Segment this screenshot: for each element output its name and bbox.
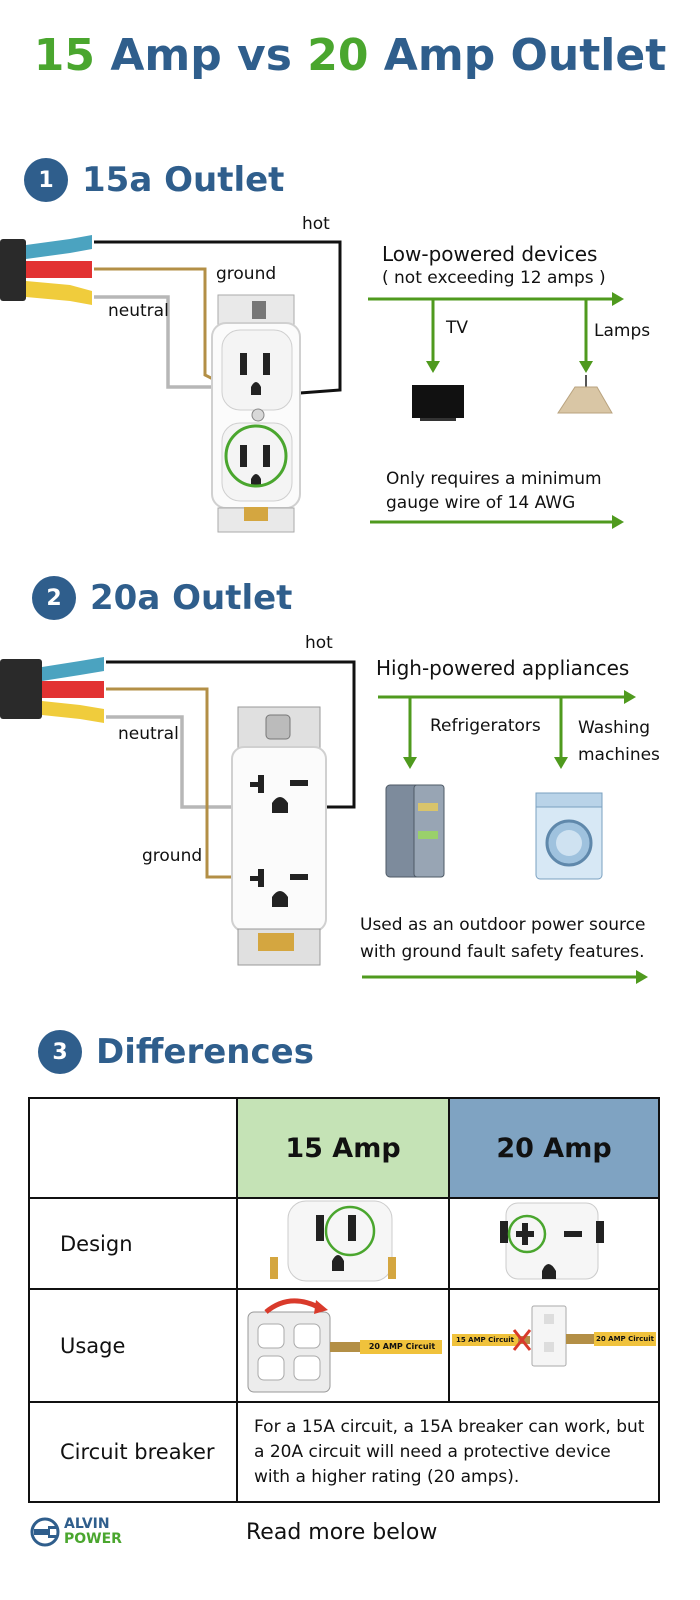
lamp-icon xyxy=(557,386,613,414)
s1-hot-label: hot xyxy=(302,214,330,234)
outlet-15-design-icon xyxy=(270,1200,396,1282)
section-2-title: 20a Outlet xyxy=(90,578,293,618)
differences-table: 15 Amp 20 Amp Design xyxy=(28,1097,660,1503)
table-row-breaker: Circuit breaker For a 15A circuit, a 15A… xyxy=(28,1401,660,1503)
usage-15-cell: 20 AMP Circuit xyxy=(236,1288,450,1403)
plug-logo-icon xyxy=(30,1517,60,1547)
section-3-title: Differences xyxy=(96,1032,314,1072)
s2-device-fridge: Refrigerators xyxy=(430,716,541,736)
design-20-cell xyxy=(448,1197,660,1290)
section-1-title: 15a Outlet xyxy=(82,160,285,200)
breaker-text: For a 15A circuit, a 15A breaker can wor… xyxy=(236,1401,660,1503)
section-2-header: 2 20a Outlet xyxy=(32,576,292,620)
alvin-power-logo: ALVIN POWER xyxy=(30,1517,122,1547)
section-3-header: 3 Differences xyxy=(38,1030,314,1074)
title-20: 20 xyxy=(307,30,369,81)
s1-device-tv: TV xyxy=(446,318,469,338)
read-more-link[interactable]: Read more below xyxy=(246,1520,438,1545)
page-title: 15 Amp vs 20 Amp Outlet xyxy=(0,30,700,81)
usage-20-tag-left: 15 AMP Circuit xyxy=(456,1336,514,1344)
logo-line-1: ALVIN xyxy=(64,1516,110,1532)
s1-note: Only requires a minimum gauge wire of 14… xyxy=(386,469,602,513)
washing-machine-icon xyxy=(535,792,603,880)
s1-device-lamps: Lamps xyxy=(594,321,651,341)
table-corner xyxy=(28,1097,238,1199)
section-3-badge: 3 xyxy=(38,1030,82,1074)
row-label-breaker: Circuit breaker xyxy=(28,1401,238,1503)
header-20-amp: 20 Amp xyxy=(448,1097,660,1199)
outlet-20a-diagram xyxy=(0,657,648,984)
tv-icon xyxy=(412,385,464,418)
row-label-usage: Usage xyxy=(28,1288,238,1403)
design-15-cell xyxy=(236,1197,450,1290)
table-row-design: Design xyxy=(28,1197,660,1290)
s2-devices-title: High-powered appliances xyxy=(376,656,630,680)
s1-devices-subtitle: ( not exceeding 12 amps ) xyxy=(382,268,606,288)
s2-ground-label: ground xyxy=(142,846,203,866)
s1-devices-title: Low-powered devices xyxy=(382,242,598,266)
s2-neutral-label: neutral xyxy=(118,724,179,744)
section-1-badge: 1 xyxy=(24,158,68,202)
gfci-circuit-icon xyxy=(452,1305,656,1367)
quad-outlet-icon xyxy=(247,1298,442,1393)
title-15: 15 xyxy=(33,30,95,81)
usage-15-tag: 20 AMP Circuit xyxy=(368,1342,436,1351)
table-row-usage: Usage 20 AMP Circuit xyxy=(28,1288,660,1403)
usage-20-tag-right: 20 AMP Circuit xyxy=(596,1335,654,1343)
title-mid: Amp vs xyxy=(95,30,308,81)
logo-line-2: POWER xyxy=(64,1531,122,1547)
s1-neutral-label: neutral xyxy=(108,301,169,321)
header-15-amp: 15 Amp xyxy=(236,1097,450,1199)
refrigerator-icon xyxy=(385,784,445,878)
s2-hot-label: hot xyxy=(305,633,333,653)
s1-ground-label: ground xyxy=(216,264,277,284)
title-end: Amp Outlet xyxy=(368,30,667,81)
s2-device-machines: machines xyxy=(578,745,660,765)
row-label-design: Design xyxy=(28,1197,238,1290)
usage-20-cell: 15 AMP Circuit 20 AMP Circuit xyxy=(448,1288,660,1403)
s2-device-washing: Washing xyxy=(578,718,651,738)
outlet-15a-diagram xyxy=(0,235,624,533)
section-2-badge: 2 xyxy=(32,576,76,620)
section-1-header: 1 15a Outlet xyxy=(24,158,284,202)
s2-note: Used as an outdoor power source with gro… xyxy=(360,915,646,962)
table-row-header: 15 Amp 20 Amp xyxy=(28,1097,660,1199)
outlet-20-design-icon xyxy=(500,1202,604,1280)
